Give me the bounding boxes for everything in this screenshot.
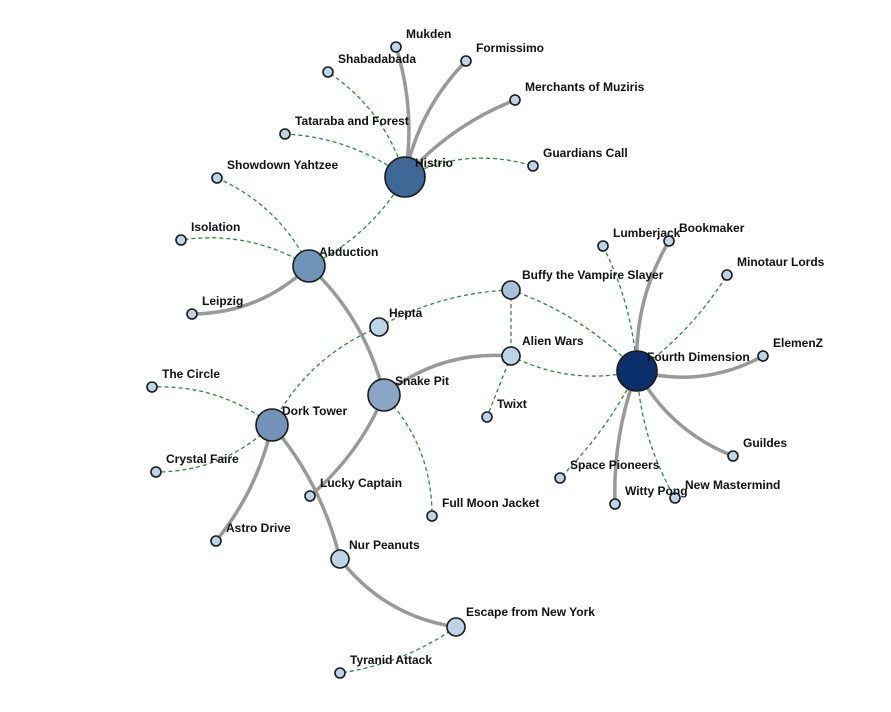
node-label-elemenz: ElemenZ (773, 336, 823, 350)
node-label-mukden: Mukden (406, 27, 451, 41)
node-label-astrodrive: Astro Drive (226, 521, 291, 535)
node-twixt[interactable] (481, 411, 493, 423)
node-label-minotaur: Minotaur Lords (737, 255, 825, 269)
node-abduction[interactable] (292, 249, 326, 283)
node-label-tyranid: Tyranid Attack (350, 653, 432, 667)
node-label-dorktower: Dork Tower (282, 404, 347, 418)
links-layer (151, 46, 764, 674)
link-nurpeanuts-escape (338, 557, 457, 629)
node-label-buffy: Buffy the Vampire Slayer (522, 268, 664, 282)
node-label-wittypong: Witty Pong (625, 484, 688, 498)
node-label-escape: Escape from New York (466, 605, 595, 619)
node-nurpeanuts[interactable] (330, 549, 350, 569)
node-label-fullmoon: Full Moon Jacket (442, 496, 539, 510)
node-label-merchants: Merchants of Muziris (525, 80, 645, 94)
node-label-guildes: Guildes (743, 436, 787, 450)
node-label-crystalfaire: Crystal Faire (166, 452, 239, 466)
node-label-formissimo: Formissimo (476, 41, 544, 55)
link-alienwars-twixt (486, 355, 512, 418)
node-histrio[interactable] (384, 156, 426, 198)
node-alienwars[interactable] (501, 346, 521, 366)
node-formissimo[interactable] (460, 55, 472, 67)
node-tataraba[interactable] (279, 128, 291, 140)
link-abduction-snakepit (307, 264, 386, 396)
node-hepta[interactable] (369, 317, 389, 337)
labels-layer: Histrio MukdenFormissimoShabadabadaMercha… (162, 27, 825, 667)
node-crystalfaire[interactable] (150, 466, 162, 478)
node-label-lumberjack: Lumberjack (613, 226, 681, 240)
node-bookmaker[interactable] (663, 235, 675, 247)
node-label-snakepit: Snake Pit (395, 374, 449, 388)
node-label-histrio: Histrio (415, 156, 453, 170)
node-astrodrive[interactable] (210, 535, 222, 547)
node-label-isolation: Isolation (191, 220, 240, 234)
node-guardians[interactable] (527, 160, 539, 172)
node-label-abduction: Abduction (319, 245, 378, 259)
node-label-guardians: Guardians Call (543, 146, 628, 160)
link-snakepit-fullmoon (383, 394, 433, 517)
node-spacepioneers[interactable] (554, 472, 566, 484)
node-elemenz[interactable] (757, 350, 769, 362)
node-label-tataraba: Tataraba and Forest (295, 114, 409, 128)
node-showdown[interactable] (211, 172, 223, 184)
link-escape-tyranid (339, 626, 457, 674)
node-label-luckycaptain: Lucky Captain (320, 476, 402, 490)
node-lumberjack[interactable] (597, 240, 609, 252)
link-dorktower-nurpeanuts (270, 423, 342, 560)
node-fourth[interactable] (616, 350, 658, 392)
node-label-fourth: Fourth Dimension (647, 350, 750, 364)
node-label-alienwars: Alien Wars (522, 334, 584, 348)
node-leipzig[interactable] (186, 308, 198, 320)
node-thecircle[interactable] (146, 381, 158, 393)
node-label-thecircle: The Circle (162, 367, 220, 381)
link-hepta-buffy (378, 289, 512, 328)
nodes-layer (146, 41, 769, 679)
node-label-hepta: Hepta (389, 306, 423, 320)
node-tyranid[interactable] (334, 667, 346, 679)
node-snakepit[interactable] (367, 378, 401, 412)
node-wittypong[interactable] (609, 498, 621, 510)
link-hepta-dorktower (271, 326, 380, 426)
node-label-nurpeanuts: Nur Peanuts (349, 538, 420, 552)
link-dorktower-thecircle (151, 386, 273, 426)
node-buffy[interactable] (501, 280, 521, 300)
node-label-leipzig: Leipzig (202, 294, 243, 308)
node-label-newmastermind: New Mastermind (685, 478, 780, 492)
node-label-twixt: Twixt (497, 397, 527, 411)
node-dorktower[interactable] (255, 408, 289, 442)
node-merchants[interactable] (509, 94, 521, 106)
node-label-shabadabada: Shabadabada (338, 52, 416, 66)
link-abduction-isolation (180, 237, 310, 267)
node-newmastermind[interactable] (669, 492, 681, 504)
node-shabadabada[interactable] (322, 66, 334, 78)
node-isolation[interactable] (175, 234, 187, 246)
link-buffy-fourth (510, 289, 638, 372)
node-label-showdown: Showdown Yahtzee (227, 158, 338, 172)
node-fullmoon[interactable] (426, 510, 438, 522)
node-escape[interactable] (446, 617, 466, 637)
node-luckycaptain[interactable] (304, 490, 316, 502)
node-mukden[interactable] (390, 41, 402, 53)
node-label-spacepioneers: Space Pioneers (570, 458, 660, 472)
node-label-bookmaker: Bookmaker (679, 221, 745, 235)
node-minotaur[interactable] (721, 269, 733, 281)
node-guildes[interactable] (727, 450, 739, 462)
